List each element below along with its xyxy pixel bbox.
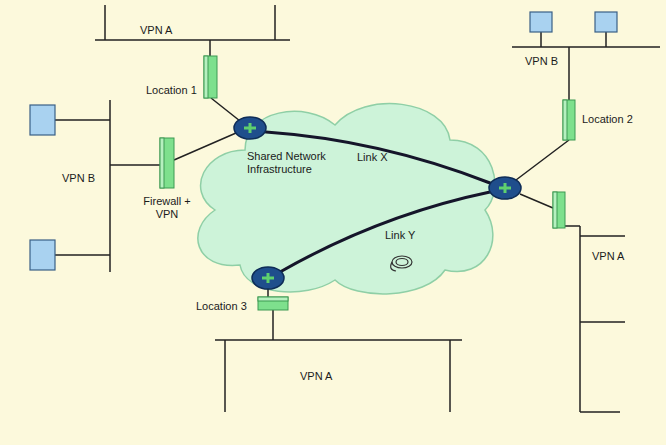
lan-wiring [55,100,236,272]
computer-symbol [530,12,552,32]
router-symbol [244,123,256,133]
firewall-symbol [204,56,217,98]
firewall-symbol [160,138,164,188]
router-symbol [234,117,266,139]
firewall-symbol [553,192,565,228]
router-symbol [499,183,511,193]
firewall-symbol [553,192,557,228]
segment-label: VPN A [140,24,172,37]
network-cloud-shape [198,104,495,294]
cable-coil [391,262,396,271]
location-label: Location 3 [196,300,247,313]
firewall-symbol [258,297,288,301]
lan-wiring [55,5,660,412]
firewall-symbol [258,297,288,310]
lan-wiring [512,32,660,180]
segment-label: VPN B [525,55,558,68]
network-cloud: Shared Network Infrastructure [185,90,505,300]
computer-symbol [30,12,617,270]
lan-wiring [215,289,462,412]
location-label: Location 1 [146,84,197,97]
network-link [266,132,490,272]
network-link [266,132,490,183]
router-symbol [489,177,521,199]
firewall-symbol [160,138,174,188]
link-label: Link X [357,151,388,164]
computer-symbol [30,240,55,270]
location-label: Location 2 [582,113,633,126]
device-label: Firewall + VPN [143,195,191,221]
router-symbol [252,267,284,289]
firewall-symbol [160,56,575,310]
segment-label: VPN A [300,370,332,383]
computer-symbol [30,105,55,135]
router-symbol [234,117,521,289]
computer-symbol [595,12,617,32]
cable-coil [392,256,412,268]
router-symbol [262,273,274,283]
firewall-symbol [563,100,567,140]
segment-label: VPN A [592,250,624,263]
firewall-symbol [204,56,208,98]
lan-wiring [95,5,290,121]
cable-coil [391,256,412,271]
segment-label: VPN B [62,172,95,185]
network-link [280,192,490,272]
link-label: Link Y [385,229,415,242]
cable-coil [396,259,408,266]
firewall-symbol [563,100,575,140]
lan-wiring [520,194,625,412]
node-title: Shared Network Infrastructure [247,150,339,176]
network-cloud-outline [185,90,505,300]
